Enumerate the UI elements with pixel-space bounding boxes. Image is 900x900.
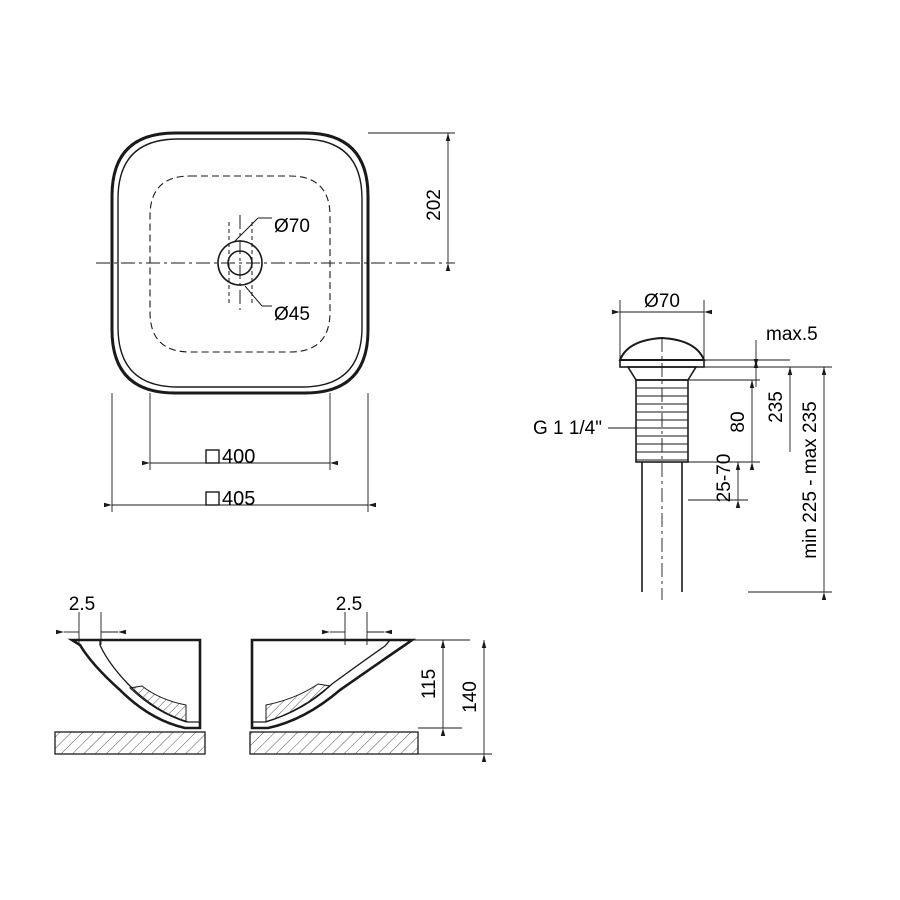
drain-detail-group: Ø70 max.5 G 1 1/4" 80 25-70 235 min 225 … bbox=[533, 291, 832, 601]
leader-drain-outer bbox=[233, 217, 259, 243]
side-view-group: 2.5 2.5 115 140 bbox=[54, 594, 492, 763]
drain-threaded-body bbox=[635, 379, 689, 463]
label-drain-outer-diameter: Ø70 bbox=[274, 216, 310, 237]
basin-outer-outline bbox=[110, 131, 370, 395]
square-symbol-400 bbox=[205, 449, 220, 464]
square-symbol-405 bbox=[205, 491, 220, 506]
label-wall-thickness-left: 2.5 bbox=[69, 594, 95, 615]
label-thread-size: G 1 1/4" bbox=[533, 418, 602, 439]
countertop-slab-right bbox=[249, 731, 419, 755]
label-depth-202: 202 bbox=[424, 189, 445, 221]
basin-rim-outline bbox=[117, 138, 363, 388]
basin-section-left-inner bbox=[99, 639, 201, 723]
drain-inner-circle bbox=[227, 250, 253, 276]
basin-bowl-dashed bbox=[149, 175, 331, 353]
label-total-dim-235: 235 bbox=[766, 391, 787, 423]
label-overall-range: min 225 - max 235 bbox=[800, 401, 821, 558]
label-inner-height-115: 115 bbox=[419, 669, 440, 699]
leader-drain-inner bbox=[244, 285, 263, 307]
label-body-height-80: 80 bbox=[728, 411, 749, 432]
label-drain-inner-diameter: Ø45 bbox=[274, 304, 310, 325]
label-width-400: 400 bbox=[222, 446, 255, 468]
label-width-405: 405 bbox=[222, 488, 255, 510]
label-adjust-range: 25-70 bbox=[714, 454, 735, 503]
label-total-height-140: 140 bbox=[460, 681, 481, 713]
wall-hatch-right bbox=[265, 683, 332, 723]
label-wall-thickness-right: 2.5 bbox=[336, 594, 362, 615]
basin-section-left-outline bbox=[67, 638, 202, 730]
label-cap-diameter: Ø70 bbox=[644, 291, 680, 312]
countertop-slab-left bbox=[54, 731, 206, 755]
wall-hatch-left bbox=[128, 685, 187, 723]
basin-section-right-outline bbox=[250, 638, 417, 730]
top-view-group: Ø70 Ø45 202 400 405 bbox=[96, 131, 455, 512]
drain-outer-circle bbox=[217, 240, 263, 286]
label-max-thickness: max.5 bbox=[766, 324, 818, 345]
